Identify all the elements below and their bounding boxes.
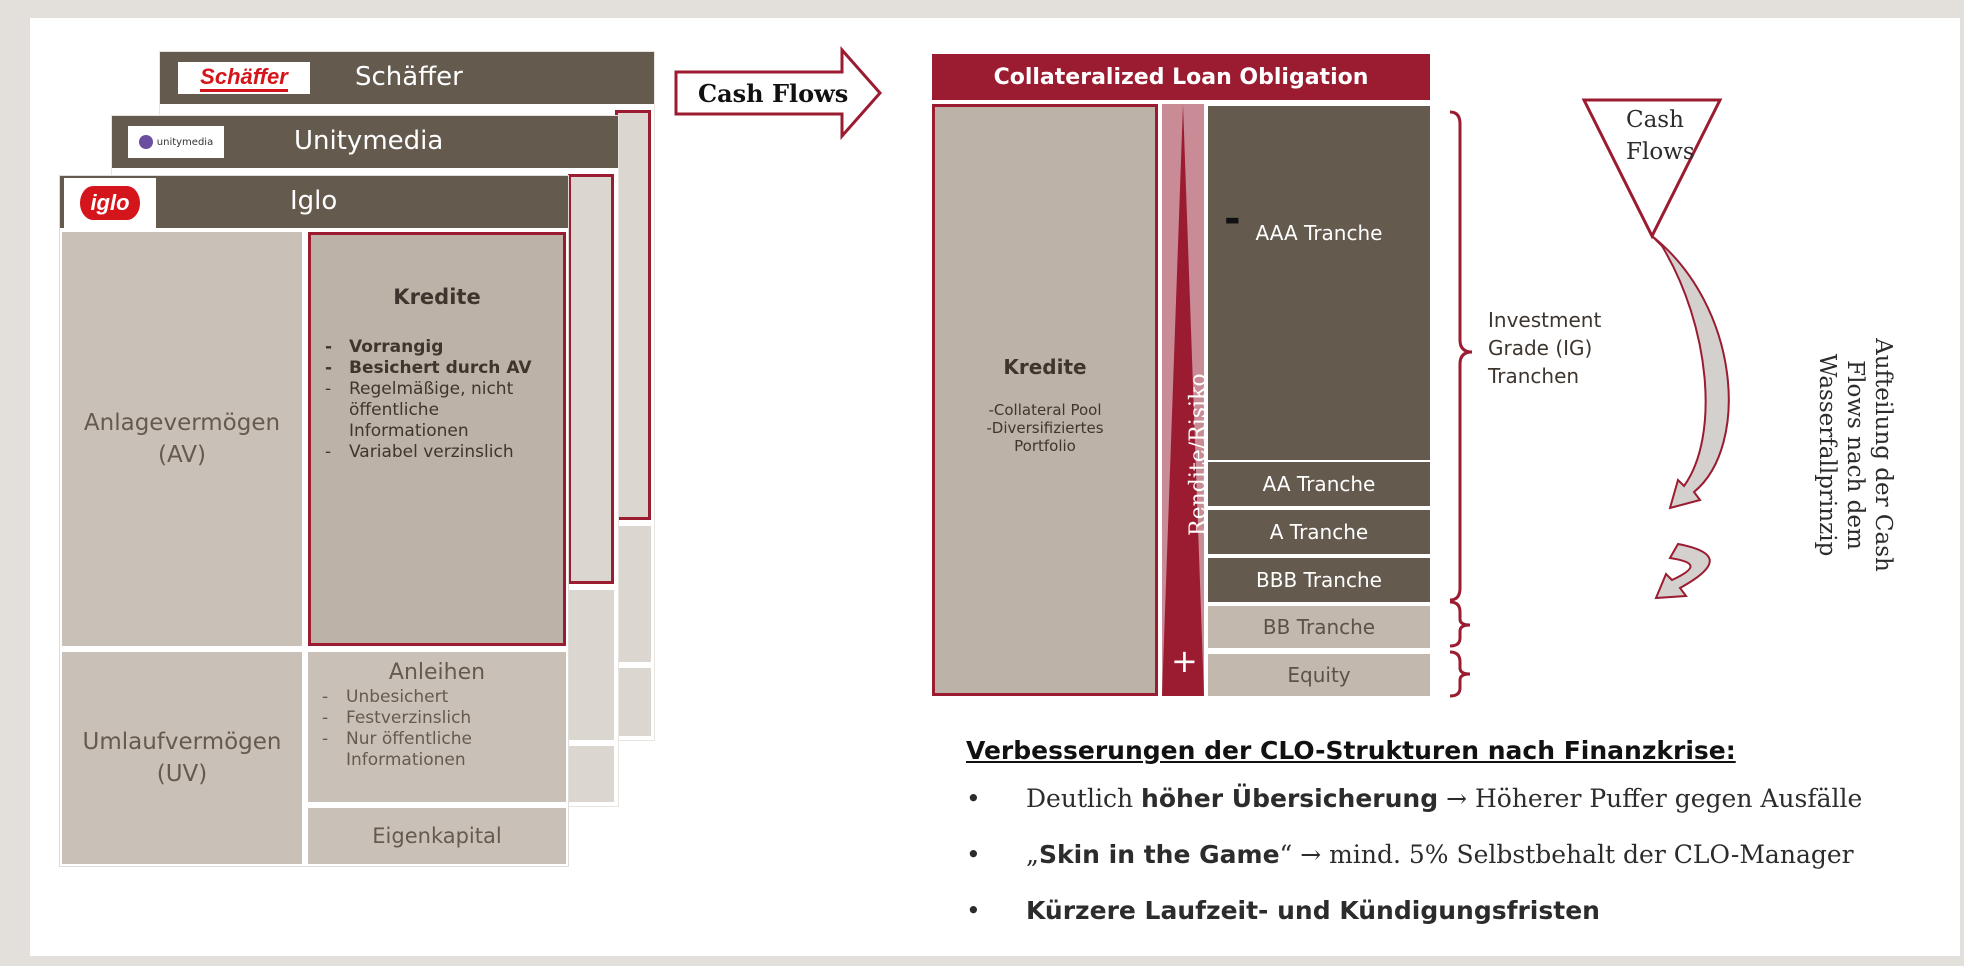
improvement-text-pre: Deutlich	[1026, 784, 1142, 813]
card-title: Schäffer	[355, 62, 463, 92]
improvement-text-bold: Skin in the Game	[1038, 840, 1280, 869]
kredite-cell: Kredite Vorrangig Besichert durch AV Reg…	[308, 232, 566, 646]
card-cell	[568, 174, 614, 584]
ig-label: Investment Grade (IG) Tranchen	[1488, 308, 1602, 388]
improvement-text: „Skin in the Game“ → mind. 5% Selbstbeha…	[1026, 840, 1854, 869]
improvement-text-mid: “	[1279, 840, 1293, 869]
card-title: Unitymedia	[294, 126, 444, 156]
improvement-text: Kürzere Laufzeit- und Kündigungsfristen	[1026, 896, 1600, 925]
card-cell	[615, 526, 651, 662]
schaeffer-logo: Schäffer	[178, 62, 310, 94]
tranche-equity: Equity	[1208, 654, 1430, 696]
card-cell	[615, 110, 651, 520]
improvement-item: • Deutlich höher Übersicherung → Höherer…	[966, 784, 1926, 820]
ig-brace	[1449, 110, 1473, 602]
card-cell	[615, 668, 651, 736]
kredite-item: Regelmäßige, nicht öffentliche Informati…	[311, 379, 539, 442]
anlagevermoegen-cell: Anlagevermögen (AV)	[62, 232, 302, 646]
tranche-bbb: BBB Tranche	[1208, 558, 1430, 602]
waterfall-vertical-label: Aufteilung der Cash Flows nach dem Wasse…	[1814, 338, 1896, 572]
tranche-braces	[1449, 110, 1473, 698]
improvement-text-post: mind. 5% Selbstbehalt der CLO-Manager	[1329, 840, 1854, 869]
umlaufvermoegen-label: Umlaufvermögen (UV)	[82, 729, 282, 787]
kredite-item: Variabel verzinslich	[311, 442, 563, 463]
anleihen-item: Unbesichert	[308, 687, 566, 708]
risk-return-bar	[1162, 104, 1204, 696]
anleihen-item: Nur öffentliche Informationen	[308, 729, 536, 771]
improvement-text-post: Höherer Puffer gegen Ausfälle	[1474, 784, 1863, 813]
tranche-label: AA Tranche	[1262, 472, 1376, 496]
cash-flows-arrow	[674, 46, 883, 140]
eigenkapital-cell: Eigenkapital	[308, 808, 566, 864]
tranche-label: Equity	[1287, 663, 1351, 687]
tranche-label: A Tranche	[1269, 520, 1369, 544]
waterfall-graphic	[1581, 98, 1730, 600]
umlaufvermoegen-cell: Umlaufvermögen (UV)	[62, 652, 302, 864]
cash-flow-funnel	[1581, 98, 1723, 240]
improvement-text-pre: „	[1026, 840, 1039, 869]
tranche-aa: AA Tranche	[1208, 462, 1430, 506]
tranche-label: BB Tranche	[1262, 615, 1376, 639]
anlagevermoegen-label: Anlagevermögen (AV)	[83, 410, 281, 468]
improvement-text-bold: höher Übersicherung	[1141, 784, 1439, 813]
cash-flows-arrow-label: Cash Flows	[698, 79, 849, 108]
eigenkapital-label: Eigenkapital	[372, 824, 502, 848]
iglo-logo: iglo	[64, 178, 156, 228]
clo-title-bar: Collateralized Loan Obligation	[932, 54, 1430, 100]
bb-brace	[1449, 600, 1471, 648]
equity-brace	[1449, 650, 1471, 698]
anleihen-cell: Anleihen Unbesichert Festverzinslich Nur…	[308, 652, 566, 802]
unitymedia-logo-text: unitymedia	[156, 136, 214, 148]
schaeffer-logo-text: Schäffer	[200, 64, 288, 92]
card-title: Iglo	[290, 186, 338, 216]
pool-line: Portfolio	[1014, 437, 1076, 455]
tranche-label: BBB Tranche	[1256, 568, 1382, 592]
card-cell	[568, 746, 614, 802]
funnel-label: Cash Flows	[1626, 107, 1695, 165]
pool-line: -Diversifiziertes	[986, 419, 1104, 437]
kredite-title: Kredite	[393, 285, 481, 309]
waterfall-arrow-bottom	[1654, 542, 1711, 600]
unitymedia-logo: unitymedia	[128, 126, 224, 158]
risk-plus-label: +	[1171, 642, 1198, 680]
card-cell	[568, 590, 614, 740]
tranche-bb: BB Tranche	[1208, 606, 1430, 648]
clo-title: Collateralized Loan Obligation	[993, 64, 1369, 90]
anleihen-item: Festverzinslich	[308, 708, 566, 729]
tranche-aaa: - AAA Tranche	[1208, 106, 1430, 460]
pool-line: -Collateral Pool	[988, 401, 1102, 419]
arrow-icon: →	[1438, 784, 1475, 813]
improvement-text-bold: Kürzere Laufzeit- und Kündigungsfristen	[1026, 896, 1600, 925]
tranche-a: A Tranche	[1208, 510, 1430, 554]
improvement-item: • „Skin in the Game“ → mind. 5% Selbstbe…	[966, 840, 1926, 876]
kredite-item: Vorrangig	[311, 337, 563, 358]
anleihen-title: Anleihen	[388, 660, 486, 685]
unitymedia-logo-icon	[138, 135, 153, 149]
kredite-item: Besichert durch AV	[311, 358, 563, 379]
improvements-heading: Verbesserungen der CLO-Strukturen nach F…	[966, 736, 1736, 765]
arrow-icon: →	[1292, 840, 1330, 869]
iglo-logo-text: iglo	[80, 186, 140, 220]
bullet-icon: •	[966, 896, 981, 925]
waterfall-arrow-top	[1651, 235, 1730, 510]
tranche-minus-sign: -	[1224, 196, 1241, 242]
clo-collateral-pool: Kredite -Collateral Pool -Diversifiziert…	[932, 104, 1158, 696]
pool-title: Kredite	[1003, 355, 1087, 379]
tranche-label: AAA Tranche	[1255, 221, 1383, 245]
improvement-text: Deutlich höher Übersicherung → Höherer P…	[1026, 784, 1862, 813]
improvement-item: • Kürzere Laufzeit- und Kündigungsfriste…	[966, 896, 1926, 932]
bullet-icon: •	[966, 784, 981, 813]
company-card-iglo: iglo Iglo Anlagevermögen (AV) Kredite Vo…	[60, 176, 568, 866]
bullet-icon: •	[966, 840, 981, 869]
